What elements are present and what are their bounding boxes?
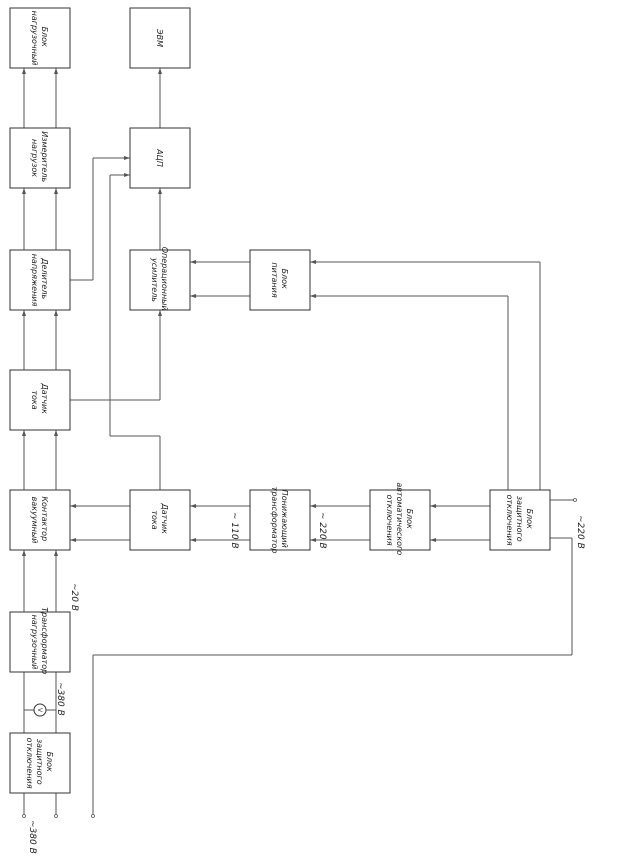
block-protective-shutdown-left: Блок защитного отключения — [9, 732, 71, 794]
block-protective-shutdown-left-line-2: защитного — [35, 739, 44, 785]
block-protective-shutdown-right-line-1: Блок — [525, 509, 534, 529]
voltage-label-20v: ~20 В — [69, 583, 79, 611]
block-voltage-divider: Делитель напряжения — [9, 249, 71, 311]
block-current-sensor-top-line-1: Датчик — [40, 382, 49, 414]
wires — [23, 68, 574, 815]
block-current-sensor-top: Датчик тока — [9, 369, 71, 431]
block-current-sensor-bottom-line-1: Датчик — [160, 502, 169, 534]
block-op-amp-line-1: Операционный — [160, 247, 169, 311]
svg-text:Понижающий трансформатор: Понижающий трансформатор — [270, 487, 289, 554]
block-auto-shutdown-line-2: автоматического — [395, 482, 404, 555]
svg-text:Контактор вакуумный: Контактор вакуумный — [30, 496, 49, 543]
svg-text:Блок защитного отк: Блок защитного отключения — [25, 737, 54, 788]
block-auto-shutdown-line-1: Блок — [405, 509, 414, 529]
block-step-down-transformer-line-2: трансформатор — [270, 487, 279, 554]
svg-text:Датчик тока: Датчик тока — [30, 382, 49, 416]
block-load-meter: Измеритель нагрузок — [9, 127, 71, 189]
block-load-unit: Блок нагрузочный — [9, 7, 71, 69]
block-step-down-transformer-line-1: Понижающий — [280, 490, 289, 548]
block-power-supply: Блок питания — [249, 249, 311, 311]
block-adc-line-1: АЦП — [155, 148, 164, 167]
svg-text:ЭВМ: ЭВМ — [155, 28, 164, 47]
block-protective-shutdown-right: Блок защитного отключения — [489, 489, 551, 551]
svg-text:Блок защитного отк: Блок защитного отключения — [505, 494, 534, 545]
block-load-meter-line-1: Измеритель — [40, 131, 49, 182]
block-current-sensor-top-line-2: тока — [30, 390, 39, 409]
block-step-down-transformer: Понижающий трансформатор — [249, 487, 311, 554]
block-power-supply-line-1: Блок — [280, 269, 289, 289]
voltage-label-380v-input: ~380 В — [27, 820, 37, 854]
block-load-meter-line-2: нагрузок — [30, 139, 39, 177]
block-protective-shutdown-left-line-1: Блок — [45, 752, 54, 772]
block-protective-shutdown-left-line-3: отключения — [25, 737, 34, 788]
block-load-transformer-line-2: нагрузочный — [30, 615, 39, 670]
block-vacuum-contactor-line-2: вакуумный — [30, 497, 39, 544]
svg-text:Датчик тока: Датчик тока — [150, 502, 169, 536]
svg-text:Трансформатор нагрузочны: Трансформатор нагрузочный — [30, 607, 49, 676]
svg-text:Блок нагрузочный: Блок нагрузочный — [30, 11, 49, 66]
block-protective-shutdown-right-line-2: защитного — [515, 496, 524, 542]
voltmeter-label: V — [36, 708, 43, 713]
block-protective-shutdown-right-line-3: отключения — [505, 494, 514, 545]
block-load-transformer-line-1: Трансформатор — [40, 607, 49, 674]
block-auto-shutdown-line-3: отключения — [385, 494, 394, 545]
block-load-unit-line-1: Блок — [40, 27, 49, 47]
svg-text:Блок питания: Блок питания — [270, 262, 289, 297]
voltage-label-220v-input: ~220 В — [575, 515, 585, 549]
voltage-label-220v-mid: ~ 220 В — [317, 512, 327, 549]
block-power-supply-line-2: питания — [270, 262, 279, 297]
block-current-sensor-bottom: Датчик тока — [129, 489, 191, 551]
svg-text:Блок автоматического: Блок автоматического отключения — [385, 482, 414, 557]
block-voltage-divider-line-1: Делитель — [40, 257, 49, 299]
block-computer-line-1: ЭВМ — [155, 28, 164, 47]
terminals — [22, 498, 577, 818]
block-auto-shutdown: Блок автоматического отключения — [369, 482, 431, 557]
block-voltage-divider-line-2: напряжения — [30, 254, 39, 307]
block-vacuum-contactor: Контактор вакуумный — [9, 489, 71, 551]
svg-text:Делитель напряжения: Делитель напряжения — [30, 254, 49, 307]
voltage-label-380v-meter: ~380 В — [55, 682, 65, 716]
block-load-unit-line-2: нагрузочный — [30, 11, 39, 66]
voltmeter-circle — [33, 703, 47, 717]
block-current-sensor-bottom-line-2: тока — [150, 510, 159, 529]
arrowheads — [22, 68, 436, 556]
block-op-amp: Операционный усилитель — [129, 247, 191, 314]
svg-text:АЦП: АЦП — [155, 148, 164, 167]
block-vacuum-contactor-line-1: Контактор — [40, 496, 49, 541]
voltage-label-110v: ~ 110 В — [229, 512, 239, 549]
svg-text:Измеритель нагрузок: Измеритель нагрузок — [30, 131, 49, 184]
voltmeter-symbol: V — [33, 703, 47, 717]
block-op-amp-line-2: усилитель — [150, 257, 159, 302]
block-load-transformer: Трансформатор нагрузочный — [9, 607, 71, 676]
block-adc: АЦП — [129, 127, 191, 189]
svg-text:Операционный усилитель: Операционный усилитель — [150, 247, 169, 314]
block-computer: ЭВМ — [129, 7, 191, 69]
